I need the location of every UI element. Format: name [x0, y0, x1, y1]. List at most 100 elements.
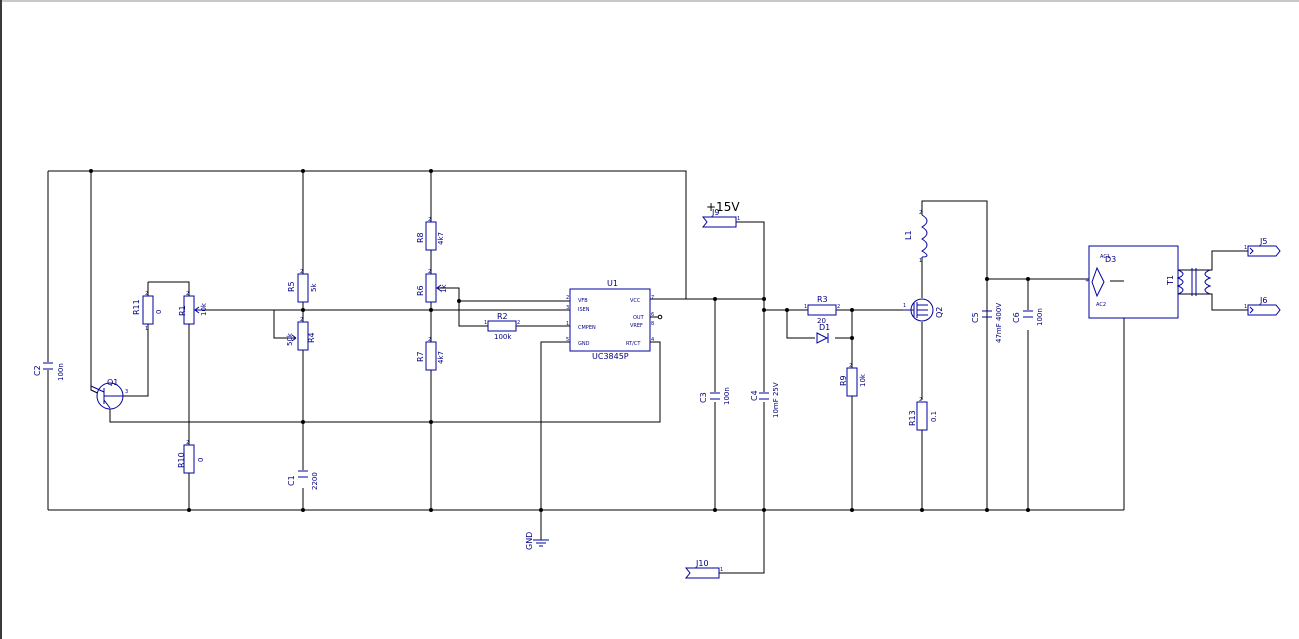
resistor-body: [425, 341, 437, 371]
resistor-body: [916, 401, 928, 431]
transformer-t1[interactable]: T1: [1166, 268, 1212, 296]
resistor-body: [425, 221, 437, 251]
resistor-ref: R7: [416, 351, 425, 362]
resistor-ref: R13: [908, 410, 917, 426]
capacitor-c3[interactable]: C3 100n: [699, 387, 731, 405]
bridge-rectifier-d3[interactable]: D3 AC1 AC2 + -: [1068, 245, 1179, 319]
resistor-r2[interactable]: R2 100k: [487, 312, 517, 341]
resistor-value: 1k: [440, 284, 448, 293]
ic-part: UC3845P: [592, 352, 629, 361]
resistor-r7[interactable]: R7 4k7: [416, 341, 445, 371]
resistor-ref: R2: [497, 312, 508, 321]
resistor-value: 10k: [859, 373, 867, 387]
resistor-ref: R5: [287, 281, 296, 292]
pin-number: 2: [186, 440, 189, 446]
resistor-ref: R8: [416, 232, 425, 243]
resistor-r8[interactable]: R8 4k7: [416, 221, 445, 251]
transistor-ref: Q1: [107, 378, 118, 387]
bridge-ac2: AC2: [1096, 302, 1106, 308]
bridge-ref: D3: [1105, 255, 1116, 264]
resistor-ref: R11: [132, 299, 141, 315]
supply-label: +15V: [706, 200, 740, 214]
mosfet-q2[interactable]: Q2: [903, 298, 944, 322]
window-top-edge: [0, 0, 1299, 2]
resistor-ref: R10: [177, 452, 186, 468]
resistor-r9[interactable]: R9 10k: [839, 367, 867, 397]
resistor-body: [142, 295, 154, 325]
potentiometer-r4[interactable]: R4 50k: [286, 321, 316, 351]
resistor-r13[interactable]: R13 0.1: [908, 401, 938, 431]
pin-number: 2: [849, 363, 852, 369]
diode-body: [816, 332, 829, 344]
pin-number: 2: [428, 337, 431, 343]
bridge-plus: +: [1085, 278, 1089, 284]
pin-number: 1: [720, 567, 723, 573]
pin-label-out: OUT: [633, 315, 645, 321]
capacitor-ref: C5: [971, 312, 980, 323]
junction-dot: [301, 420, 305, 424]
junction-dot: [429, 308, 433, 312]
junction-dot: [457, 299, 461, 303]
resistor-value: 20: [817, 317, 826, 325]
pin-label-gnd: GND: [578, 341, 590, 347]
inductor-ref: L1: [904, 230, 913, 240]
junction-dot: [1026, 508, 1030, 512]
junction-dot: [850, 336, 854, 340]
pin-number: 1: [484, 320, 487, 326]
junction-dot: [850, 308, 854, 312]
potentiometer-r1[interactable]: R1 10k: [178, 295, 208, 325]
connector-j6[interactable]: J6: [1247, 296, 1281, 316]
capacitor-ref: C1: [287, 475, 296, 486]
transistor-q1[interactable]: Q1: [90, 378, 124, 410]
pin-number: 8: [651, 321, 654, 327]
junction-dot: [762, 297, 766, 301]
junction-dot: [920, 508, 924, 512]
capacitor-c1[interactable]: C1 2200: [287, 470, 319, 490]
pin-label-isen: ISEN: [578, 307, 590, 313]
resistor-value: 0.1: [930, 411, 938, 422]
resistor-body: [846, 367, 858, 397]
resistor-ref: R1: [178, 305, 187, 316]
pin-number: 2: [919, 397, 922, 403]
resistor-value: 0: [155, 310, 163, 314]
window-left-edge: [0, 0, 2, 639]
inductor-l1[interactable]: L1: [904, 214, 928, 258]
ic-u1[interactable]: U1 UC3845P VFB ISEN CMPEN GND VCC OUT VR…: [566, 279, 663, 361]
resistor-r11[interactable]: R11 0: [132, 295, 163, 325]
connector-j10[interactable]: J10: [684, 559, 736, 579]
junction-dot: [539, 508, 543, 512]
junction-dot: [713, 297, 717, 301]
resistor-body: [487, 320, 517, 332]
resistor-body: [297, 273, 309, 303]
pin-number: 1: [737, 216, 740, 222]
junction-dots: [89, 169, 1030, 512]
capacitor-ref: C3: [699, 392, 708, 403]
connector-j5[interactable]: J5: [1247, 237, 1281, 257]
capacitor-c2[interactable]: C2 100n: [33, 362, 65, 381]
resistor-r5[interactable]: R5 5k: [287, 273, 318, 303]
capacitor-ref: C4: [750, 390, 759, 401]
pin-number: 3: [566, 305, 569, 311]
resistor-r10[interactable]: R10 0: [177, 444, 205, 474]
mosfet-ref: Q2: [935, 307, 944, 318]
capacitor-c5[interactable]: C5 47mF 400V: [971, 303, 1003, 343]
ic-ref: U1: [607, 279, 618, 288]
pin-number: 2: [428, 217, 431, 223]
diode-ref: D1: [819, 323, 830, 332]
resistor-ref: R4: [307, 332, 316, 343]
potentiometer-r6[interactable]: R6 1k: [416, 273, 448, 303]
capacitor-ref: C2: [33, 365, 42, 376]
capacitor-c4[interactable]: C4 10mF 25V: [750, 382, 780, 418]
connector-j9[interactable]: J9 +15V: [701, 200, 740, 228]
pin-number: 2: [186, 291, 189, 297]
junction-dot: [89, 169, 93, 173]
capacitor-c6[interactable]: C6 100n: [1012, 308, 1044, 326]
resistor-value: 50k: [286, 332, 294, 346]
junction-dot: [762, 308, 766, 312]
junction-dot: [850, 508, 854, 512]
pin-label-cmpen: CMPEN: [578, 325, 596, 331]
pin-numbers: 2 1 2 2 2 2 2 2 2 1 2 1 2 2 2 2 1 1 1 1 …: [125, 210, 1247, 573]
resistor-value: 4k7: [437, 351, 445, 364]
diode-d1[interactable]: D1: [816, 323, 830, 344]
resistor-r3[interactable]: R3 20: [807, 295, 837, 325]
